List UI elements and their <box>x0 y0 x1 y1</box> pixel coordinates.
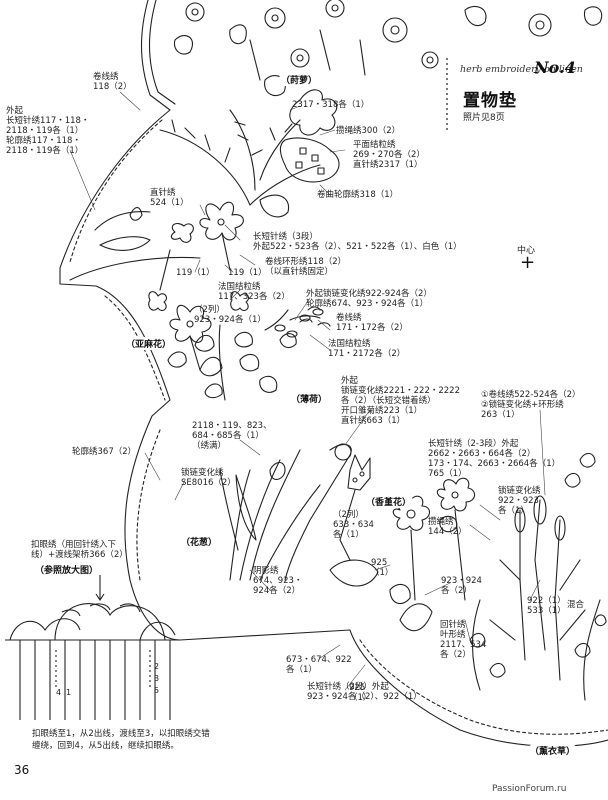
label-8: 长短针绣（3段） 外起522・523各（2）、521・522各（1）、白色（1） <box>253 232 462 252</box>
label-2: 外起 长短针绣117・118・ 2118・119各（1） 轮廓绣117・118・… <box>6 106 90 156</box>
label-19: 2118・119、823、 684・685各（1） （绣满） <box>192 421 272 451</box>
step-number-2: 2 <box>154 662 160 671</box>
label-21: 锁链变化绣 SE8016（2） <box>181 468 236 488</box>
diagram-caption: 扣眼绣至1，从2出线，渡线至3，以扣眼绣交错 缠绕，回到4，从5出线，继续扣眼绣… <box>32 729 210 751</box>
header-number: No.4 <box>534 58 576 77</box>
center-label: 中心 <box>517 246 536 256</box>
label-3: 2317・318各（1） <box>292 100 370 110</box>
mint-plant <box>167 324 297 401</box>
label-24: （2列） 633・634 各（1） <box>333 510 374 540</box>
page-number: 36 <box>14 763 30 777</box>
label-28: 925 （1） <box>371 558 394 578</box>
photo-reference: 照片见8页 <box>463 113 505 123</box>
daisy-flowers <box>329 477 476 632</box>
step-number-1: 1 <box>66 688 72 697</box>
dashed-stitch <box>69 119 163 263</box>
label-15: 卷线绣 171・172各（2） <box>336 313 408 333</box>
tag-cornflower: （香堇花） <box>364 495 414 508</box>
label-33: 673・674、922 各（1） <box>286 655 352 675</box>
header-english-subtitle: herb embroidery on linen <box>460 64 583 75</box>
step-number-5: 5 <box>154 686 160 695</box>
label-13: 外起锁链变化绣922-924各（2） 轮廓绣674、923・924各（1） <box>306 289 432 309</box>
label-18: ①卷线绣522-524各（2） ②锁链变化绣+环形绣 263（1） <box>481 390 581 420</box>
label-11: 119（1） <box>228 268 267 278</box>
label-27: 阴影绣 674、923・ 924各（2） <box>253 566 303 596</box>
label-23: 锁链变化绣 922・923 各（1） <box>498 486 541 516</box>
tag-flax: （亚麻花） <box>124 337 174 350</box>
header-divider <box>446 58 448 130</box>
label-34: 925 （1） <box>349 683 372 703</box>
enlarged-diagram <box>5 575 180 720</box>
label-31: 混合 <box>567 600 585 610</box>
label-26: 扣眼绣（用回针绣入下 线）+渡线架桥366（2） <box>31 540 128 560</box>
dashed-stitch <box>136 429 161 581</box>
dashed-stitch <box>359 639 608 735</box>
tag-lavender: （薰衣草） <box>528 744 578 757</box>
label-16: 法国结粒绣 171・2172各（2） <box>328 339 406 359</box>
center-mark: + <box>520 252 536 273</box>
label-22: 长短针绣（2-3段）外起 2662・2663・664各（2） 173・174、2… <box>428 439 561 479</box>
tag-dill: （莳萝） <box>279 73 320 86</box>
lavender-bunch <box>469 452 607 701</box>
label-6: 卷曲轮廓绣318（1） <box>317 190 399 200</box>
label-17: 外起 锁链变化绣2221・222・2222 各（2）（长短交错着绣） 开口雏菊绣… <box>341 376 460 426</box>
mat-outline <box>59 0 608 747</box>
chives-stems <box>219 449 321 581</box>
tag-mint: （薄荷） <box>289 392 330 405</box>
page-title: 置物垫 <box>463 91 517 111</box>
label-12: 法国结粒绣 117、323各（2） <box>218 282 290 302</box>
dill-branches <box>159 109 321 206</box>
label-4: 攒绳绣300（2） <box>336 126 401 136</box>
leader-lines <box>69 91 546 691</box>
label-35: 长短针绣（2段）外起 923・924各（2）、922（1） <box>307 682 422 702</box>
tag-enlarged: （参照放大图） <box>33 563 101 576</box>
flax-flowers <box>69 201 249 371</box>
label-25: 攒绳绣 144（2） <box>428 517 467 537</box>
step-number-3: 3 <box>154 674 160 683</box>
label-10: 119（1） <box>176 268 215 278</box>
label-20: 轮廓绣367（2） <box>72 447 137 457</box>
label-32: 回针绣 叶形绣 2117、534 各（2） <box>440 620 487 660</box>
tag-chives: （花葱） <box>179 535 220 548</box>
dill-flower <box>259 75 340 218</box>
label-29: 923・924 各（2） <box>441 576 482 596</box>
label-5: 平面结粒绣 269・270各（2） 直针绣2317（1） <box>353 140 425 170</box>
label-9: 卷线环形绣118（2） （以直针绣固定） <box>265 257 347 277</box>
step-number-4: 4 <box>56 688 62 697</box>
label-1: 卷线绣 118（2） <box>93 72 132 92</box>
watermark: PassionForum.ru <box>492 784 567 794</box>
label-7: 直针绣 524（1） <box>150 188 189 208</box>
lavender-sprigs <box>264 306 331 338</box>
label-14: （2列） 923・924各（1） <box>194 305 266 325</box>
mat-outline-inner <box>148 0 176 105</box>
dashed-stitch <box>104 295 166 401</box>
label-30: 922（1） 533（1） <box>527 596 566 616</box>
top-flowers <box>173 0 603 81</box>
cornflower <box>284 443 371 581</box>
